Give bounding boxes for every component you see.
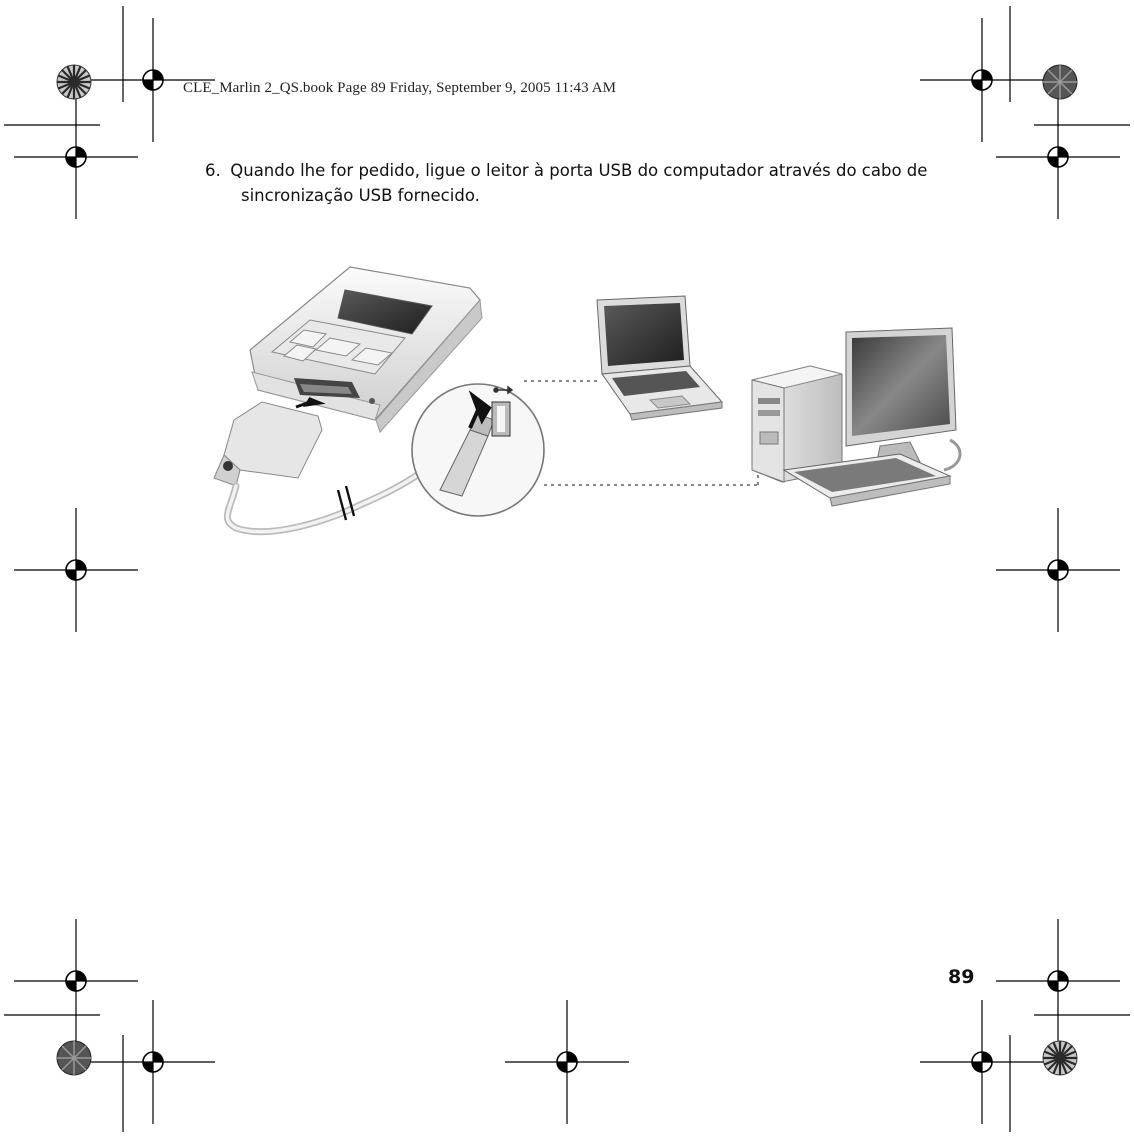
mp3-player-icon xyxy=(249,266,483,433)
usb-port-callout-icon xyxy=(411,383,545,517)
usb-symbol-icon xyxy=(493,385,514,395)
instruction-step: 6. Quando lhe for pedido, ligue o leitor… xyxy=(205,158,965,208)
laptop-icon xyxy=(596,295,724,421)
desktop-computer-icon xyxy=(751,327,962,507)
arrow-icon xyxy=(295,397,326,409)
page-number: 89 xyxy=(948,966,975,988)
step-text-line1: Quando lhe for pedido, ligue o leitor à … xyxy=(230,161,928,180)
step-text-line2: sincronização USB fornecido. xyxy=(241,186,480,205)
usb-cable-icon xyxy=(213,401,464,536)
book-slug-line: CLE_Marlin 2_QS.book Page 89 Friday, Sep… xyxy=(183,80,617,96)
step-number: 6. xyxy=(205,161,221,180)
